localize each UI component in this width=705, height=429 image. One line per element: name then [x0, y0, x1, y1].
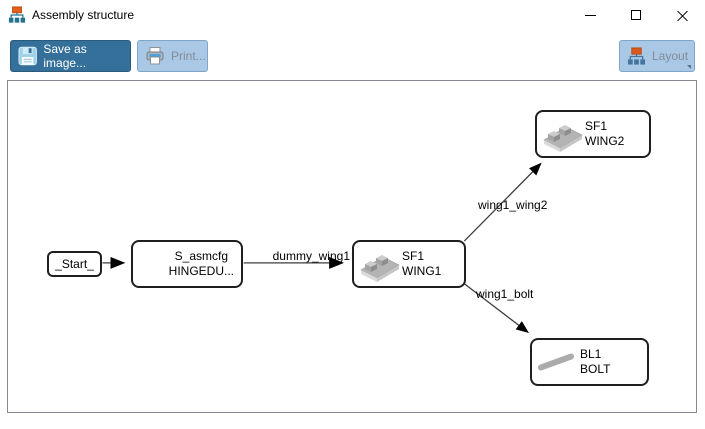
layout-label: Layout [652, 49, 689, 63]
node-bolt-line2: BOLT [580, 362, 611, 376]
node-wing2[interactable]: SF1 WING2 [535, 110, 651, 158]
minimize-icon [584, 14, 596, 16]
node-bolt[interactable]: BL1 BOLT [530, 338, 649, 386]
edge-wing1-wing2 [463, 162, 542, 242]
maximize-icon [631, 10, 641, 20]
close-icon [677, 10, 688, 21]
edge-label-dummy-wing1: dummy_wing1 [272, 249, 350, 263]
wing-part-icon [543, 125, 583, 152]
layout-tree-icon [627, 46, 646, 65]
node-wing2-line2: WING2 [585, 134, 625, 148]
node-wing1[interactable]: SF1 WING1 [352, 240, 466, 288]
dropdown-arrow-icon [687, 65, 691, 69]
toolbar: Save as image... Print... Layout [0, 30, 705, 80]
node-asmcfg-line1: S_asmcfg [174, 249, 228, 263]
close-button[interactable] [659, 0, 705, 30]
save-as-image-button[interactable]: Save as image... [10, 40, 131, 72]
node-asmcfg-line2: HINGEDU... [168, 264, 234, 278]
print-button[interactable]: Print... [137, 40, 208, 72]
node-start[interactable]: _Start_ [47, 251, 102, 277]
window-title: Assembly structure [32, 8, 135, 22]
assembly-diagram-canvas[interactable]: _Start_ S_asmcfg HINGEDU... SF1 WING1 [7, 80, 697, 413]
diagram-edges [102, 162, 542, 334]
wing-part-icon [360, 255, 400, 282]
node-wing2-line1: SF1 [585, 119, 608, 133]
floppy-disk-icon [18, 46, 37, 66]
edge-label-wing1-wing2: wing1_wing2 [478, 198, 548, 212]
node-wing1-line2: WING1 [402, 264, 442, 278]
minimize-button[interactable] [567, 0, 613, 30]
node-start-label: _Start_ [55, 256, 94, 271]
edge-wing1-bolt [463, 283, 529, 334]
maximize-button[interactable] [613, 0, 659, 30]
node-bolt-line1: BL1 [580, 347, 602, 361]
edge-label-wing1-bolt: wing1_bolt [476, 287, 534, 301]
node-asmcfg[interactable]: S_asmcfg HINGEDU... [131, 240, 243, 288]
node-wing1-line1: SF1 [402, 249, 425, 263]
print-label: Print... [171, 49, 206, 63]
window-controls [567, 0, 705, 30]
printer-icon [146, 47, 164, 65]
layout-button[interactable]: Layout [619, 40, 695, 72]
title-bar: Assembly structure [0, 0, 705, 30]
assembly-tree-icon [8, 6, 26, 23]
save-as-image-label: Save as image... [43, 42, 87, 70]
bolt-part-icon [537, 353, 575, 371]
